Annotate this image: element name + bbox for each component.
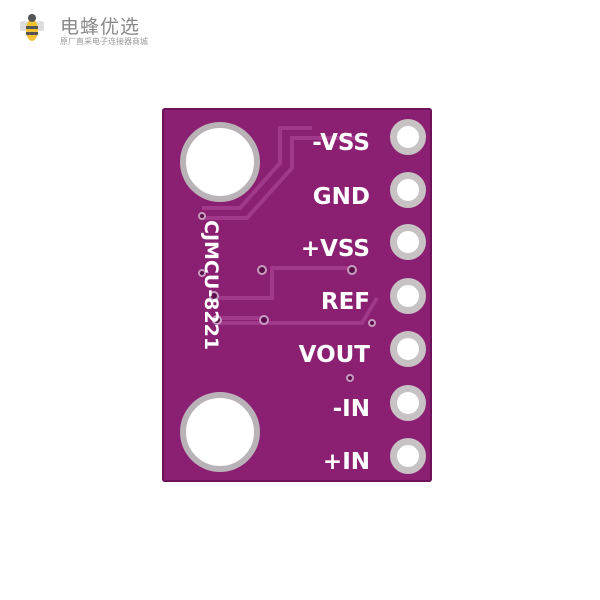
watermark-logo: 电蜂优选 原厂直采电子连接器商城 [8, 6, 168, 50]
pin-pad [390, 278, 426, 314]
pcb-traces [198, 126, 379, 382]
pin-pad [390, 438, 426, 474]
pin-pad [390, 224, 426, 260]
pin-pad [390, 119, 426, 155]
mounting-hole [180, 122, 260, 202]
mounting-hole [180, 392, 260, 472]
pin-pad [390, 331, 426, 367]
pin-label: REF [320, 289, 370, 315]
pin-label: VOUT [298, 342, 370, 368]
watermark-brand: 电蜂优选 [60, 16, 141, 38]
board-name: CJMCU-8221 [200, 220, 222, 351]
pin-pad [390, 172, 426, 208]
pin-pad [390, 385, 426, 421]
pin-label: -IN [332, 396, 370, 422]
watermark-tagline: 原厂直采电子连接器商城 [60, 37, 148, 46]
pin-label: GND [312, 184, 370, 210]
pin-label: +IN [322, 449, 370, 475]
pin-label: +VSS [300, 236, 370, 262]
pin-label: -VSS [312, 130, 370, 156]
bee-icon [20, 14, 44, 41]
pcb-board: CJMCU-8221 -VSS GND +VSS REF VOUT -IN +I… [162, 108, 432, 482]
